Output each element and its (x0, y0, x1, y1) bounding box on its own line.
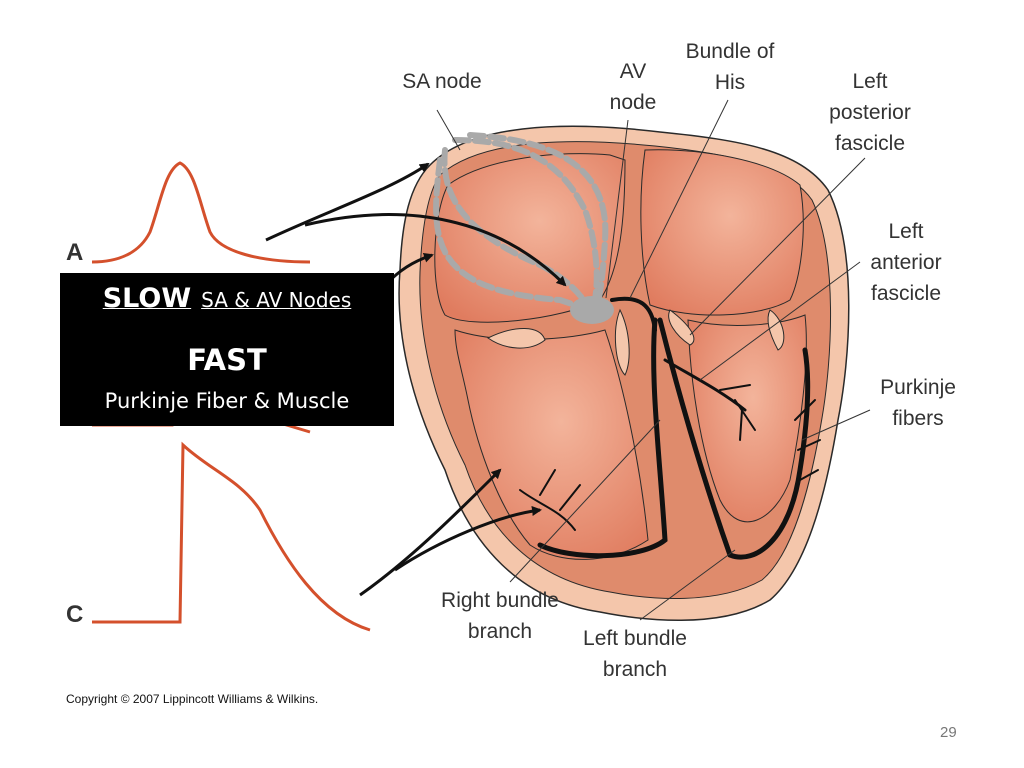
slow-line: SLOW SA & AV Nodes (60, 283, 394, 314)
waveform-arrows (265, 162, 567, 597)
his-purkinje-system (519, 296, 821, 560)
label-right-bundle-branch: Right bundle branch (430, 585, 570, 647)
internodal-pathways (433, 132, 609, 313)
valve-left (487, 328, 546, 349)
label-left-anterior-fascicle-line1: Left (888, 220, 924, 243)
fast-description: Purkinje Fiber & Muscle (104, 389, 350, 413)
label-bundle-of-his-line1: Bundle of (685, 40, 775, 63)
label-sa-node: SA node (392, 66, 492, 97)
label-sa-node-line: SA node (402, 70, 482, 93)
waveform-a (91, 161, 311, 264)
valve-far-right (767, 309, 785, 351)
label-av-node-line1: AV (619, 60, 647, 83)
label-left-bundle-branch: Left bundle branch (570, 623, 700, 685)
label-bundle-of-his-line2: His (714, 71, 746, 94)
label-left-anterior-fascicle-line2: anterior (870, 251, 942, 274)
slow-word: SLOW (102, 283, 192, 314)
leader-lines (436, 99, 871, 621)
waveform-c (92, 441, 371, 632)
waveform-letter-c: C (66, 601, 84, 628)
speed-callout: SLOW SA & AV Nodes FAST Purkinje Fiber & … (60, 273, 394, 426)
fast-word: FAST (187, 343, 267, 377)
label-av-node-line2: node (609, 91, 657, 114)
arrow-c-upper (359, 468, 502, 597)
valve-right (668, 309, 695, 346)
label-left-posterior-fascicle-line2: posterior (829, 101, 911, 124)
label-bundle-of-his: Bundle of His (675, 36, 785, 98)
arrow-a-av-node (304, 213, 567, 287)
av-node-shape (570, 296, 614, 324)
label-left-bundle-branch-line2: branch (602, 658, 668, 681)
arrow-a-sa-node (265, 162, 430, 242)
waveform-letter-a: A (66, 239, 84, 266)
label-av-node: AV node (598, 56, 668, 118)
label-left-anterior-fascicle: Left anterior fascicle (856, 216, 956, 309)
left-atrium (640, 149, 804, 316)
label-right-bundle-branch-line2: branch (467, 620, 533, 643)
valve-center (615, 308, 630, 376)
label-left-posterior-fascicle: Left posterior fascicle (820, 66, 920, 159)
label-purkinje-fibers: Purkinje fibers (868, 372, 968, 434)
label-left-posterior-fascicle-line3: fascicle (834, 132, 906, 155)
label-left-bundle-branch-line1: Left bundle (583, 627, 687, 650)
label-left-anterior-fascicle-line3: fascicle (870, 282, 942, 305)
page-number: 29 (940, 724, 957, 741)
label-purkinje-fibers-line1: Purkinje (880, 376, 956, 399)
label-right-bundle-branch-line1: Right bundle (441, 589, 559, 612)
label-left-posterior-fascicle-line1: Left (852, 70, 888, 93)
copyright-notice: Copyright © 2007 Lippincott Williams & W… (66, 692, 319, 706)
arrow-c-lower (394, 506, 542, 572)
label-purkinje-fibers-line2: fibers (892, 407, 944, 430)
slow-description: SA & AV Nodes (201, 288, 352, 312)
